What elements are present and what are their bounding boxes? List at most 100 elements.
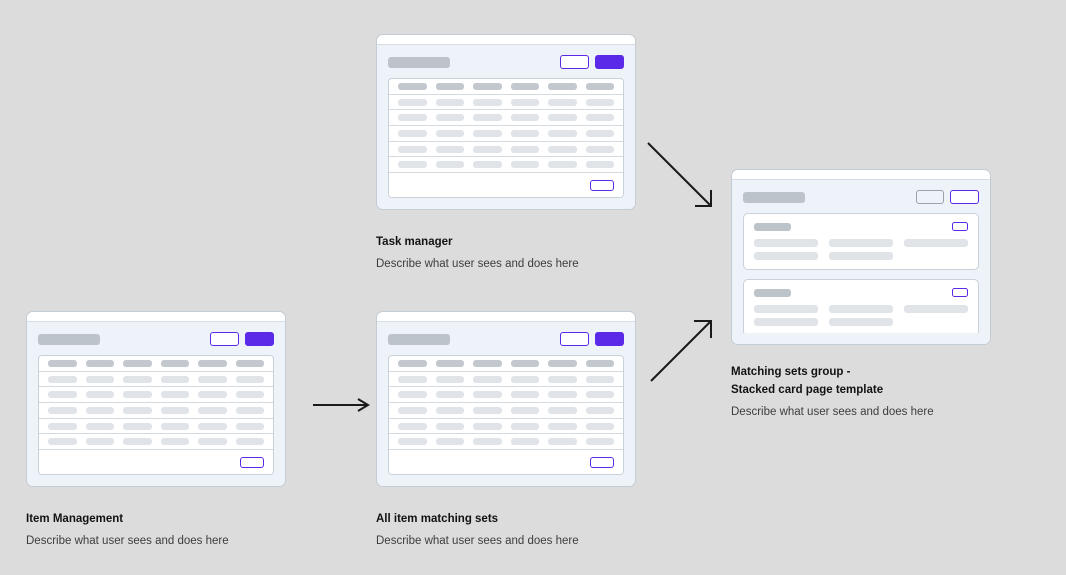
table-row[interactable]	[389, 95, 623, 111]
table-row[interactable]	[389, 434, 623, 451]
table-header-row	[389, 79, 623, 95]
table-cell	[398, 98, 427, 106]
pagination-button[interactable]	[590, 456, 614, 468]
table-row[interactable]	[389, 110, 623, 127]
column-header	[160, 359, 189, 367]
page-header	[38, 332, 274, 346]
table-cell	[473, 98, 502, 106]
table-cell	[123, 422, 152, 430]
primary-button[interactable]	[245, 332, 274, 346]
table-row[interactable]	[39, 403, 273, 419]
column-header	[510, 82, 539, 90]
table-row[interactable]	[39, 434, 273, 451]
table-cell	[398, 145, 427, 153]
table-row[interactable]	[389, 403, 623, 419]
table-cell	[435, 114, 464, 122]
stacked-card-action-button[interactable]	[952, 222, 968, 231]
table-row[interactable]	[389, 142, 623, 158]
window-titlebar	[377, 35, 635, 44]
stacked-card-row	[754, 239, 968, 247]
caption-description: Describe what user sees and does here	[26, 535, 229, 547]
item-management-wireframe[interactable]	[26, 311, 286, 487]
stacked-card-title-placeholder	[754, 288, 791, 297]
table-row[interactable]	[39, 387, 273, 404]
arrow-task-manager-to-group	[647, 142, 712, 207]
table-cell	[435, 161, 464, 169]
data-table	[388, 355, 624, 475]
table-cell	[160, 422, 189, 430]
table-cell	[510, 422, 539, 430]
all-item-matching-sets-wireframe[interactable]	[376, 311, 636, 487]
table-cell	[548, 375, 577, 383]
window-titlebar	[377, 312, 635, 321]
column-header	[473, 82, 502, 90]
primary-button[interactable]	[595, 55, 624, 69]
primary-button[interactable]	[950, 190, 979, 204]
caption-title-line-2: Stacked card page template	[731, 384, 884, 396]
table-cell	[435, 406, 464, 414]
stacked-card[interactable]	[743, 213, 979, 270]
table-header-row	[389, 356, 623, 372]
secondary-button[interactable]	[916, 190, 944, 204]
arrow-matching-sets-to-group	[650, 320, 712, 382]
matching-sets-group-caption: Matching sets group - Stacked card page …	[731, 363, 934, 421]
item-management-caption: Item Management Describe what user sees …	[26, 510, 229, 550]
pagination-button[interactable]	[590, 179, 614, 191]
secondary-button[interactable]	[210, 332, 239, 346]
table-row[interactable]	[389, 419, 623, 435]
table-footer	[39, 450, 273, 474]
table-cell	[435, 422, 464, 430]
stacked-card-field	[829, 252, 893, 260]
table-cell	[235, 406, 264, 414]
table-row[interactable]	[39, 419, 273, 435]
table-row[interactable]	[39, 372, 273, 388]
pagination-button[interactable]	[240, 456, 264, 468]
table-cell	[85, 438, 114, 446]
stacked-card[interactable]	[743, 279, 979, 333]
stacked-card-action-button[interactable]	[952, 288, 968, 297]
column-header	[435, 82, 464, 90]
column-header	[123, 359, 152, 367]
table-cell	[585, 145, 614, 153]
table-cell	[473, 438, 502, 446]
caption-description: Describe what user sees and does here	[376, 258, 579, 270]
stacked-card-field	[904, 305, 968, 313]
stacked-card-header	[754, 288, 968, 297]
table-cell	[48, 422, 77, 430]
table-row[interactable]	[389, 387, 623, 404]
secondary-button[interactable]	[560, 332, 589, 346]
table-cell	[160, 406, 189, 414]
table-cell	[160, 438, 189, 446]
window-titlebar	[27, 312, 285, 321]
table-cell	[510, 391, 539, 399]
table-cell	[398, 406, 427, 414]
matching-sets-group-wireframe[interactable]	[731, 169, 991, 345]
task-manager-caption: Task manager Describe what user sees and…	[376, 233, 579, 273]
table-cell	[85, 406, 114, 414]
table-cell	[473, 375, 502, 383]
table-cell	[585, 161, 614, 169]
table-cell	[473, 406, 502, 414]
table-cell	[548, 422, 577, 430]
caption-description: Describe what user sees and does here	[731, 406, 934, 418]
table-cell	[510, 161, 539, 169]
window-titlebar	[732, 170, 990, 179]
table-cell	[398, 129, 427, 137]
column-header	[473, 359, 502, 367]
primary-button[interactable]	[595, 332, 624, 346]
page-body	[27, 321, 285, 486]
stacked-card-header	[754, 222, 968, 231]
caption-title: All item matching sets	[376, 513, 499, 525]
table-row[interactable]	[389, 126, 623, 142]
page-title-placeholder	[743, 191, 805, 203]
table-row[interactable]	[389, 157, 623, 174]
table-cell	[510, 438, 539, 446]
secondary-button[interactable]	[560, 55, 589, 69]
stacked-card-field-empty	[904, 252, 968, 260]
table-cell	[198, 422, 227, 430]
table-row[interactable]	[389, 372, 623, 388]
table-cell	[585, 406, 614, 414]
table-cell	[510, 406, 539, 414]
table-cell	[235, 375, 264, 383]
task-manager-wireframe[interactable]	[376, 34, 636, 210]
